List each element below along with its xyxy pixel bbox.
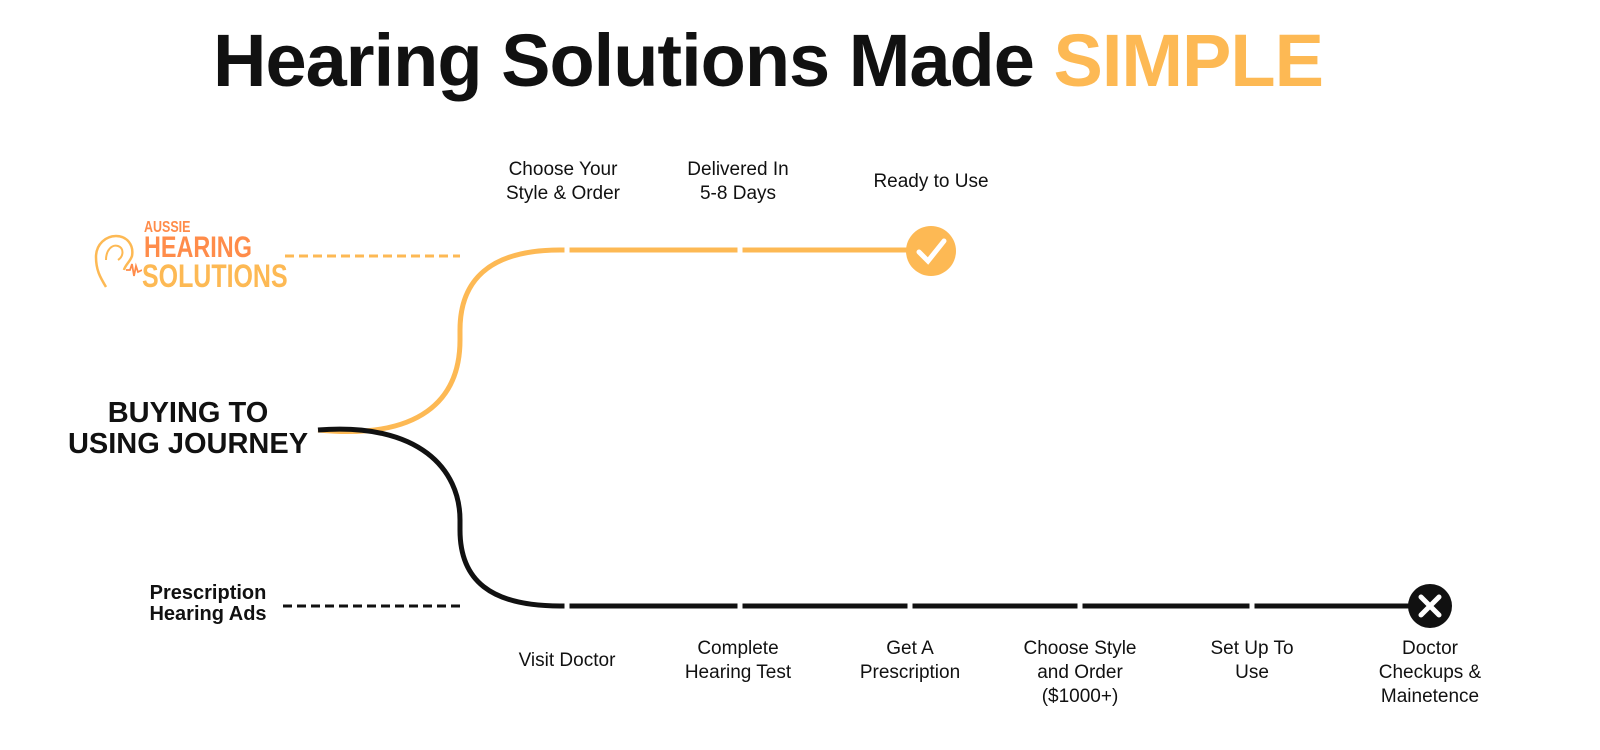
title-main: Hearing Solutions Made: [213, 19, 1035, 102]
page-title: Hearing Solutions Made SIMPLE: [0, 18, 1536, 103]
top-step-label: Ready to Use: [873, 171, 989, 192]
bottom-step-label: Visit Doctor: [518, 650, 616, 671]
bottom-step-label: Get A Prescription: [859, 638, 961, 683]
top-step-label: Choose Your Style & Order: [505, 159, 621, 204]
prescription-label: Prescription Hearing Ads: [149, 582, 267, 625]
bottom-step-label: Set Up To Use: [1210, 638, 1294, 683]
ear-icon: [94, 234, 142, 288]
top-step-label: Delivered In 5-8 Days: [687, 159, 789, 204]
bottom-step-label: Doctor Checkups & Mainetence: [1378, 638, 1482, 707]
check-circle-icon: [906, 226, 956, 276]
simple-path-line: [317, 247, 930, 434]
x-circle-icon: [1408, 584, 1452, 628]
title-highlight: SIMPLE: [1053, 19, 1323, 102]
journey-label: BUYING TO USING JOURNEY: [67, 397, 309, 460]
prescription-path-line: [317, 426, 1430, 609]
bottom-step-label: Complete Hearing Test: [684, 638, 792, 683]
bottom-step-label: Choose Style and Order ($1000+): [1023, 638, 1137, 707]
